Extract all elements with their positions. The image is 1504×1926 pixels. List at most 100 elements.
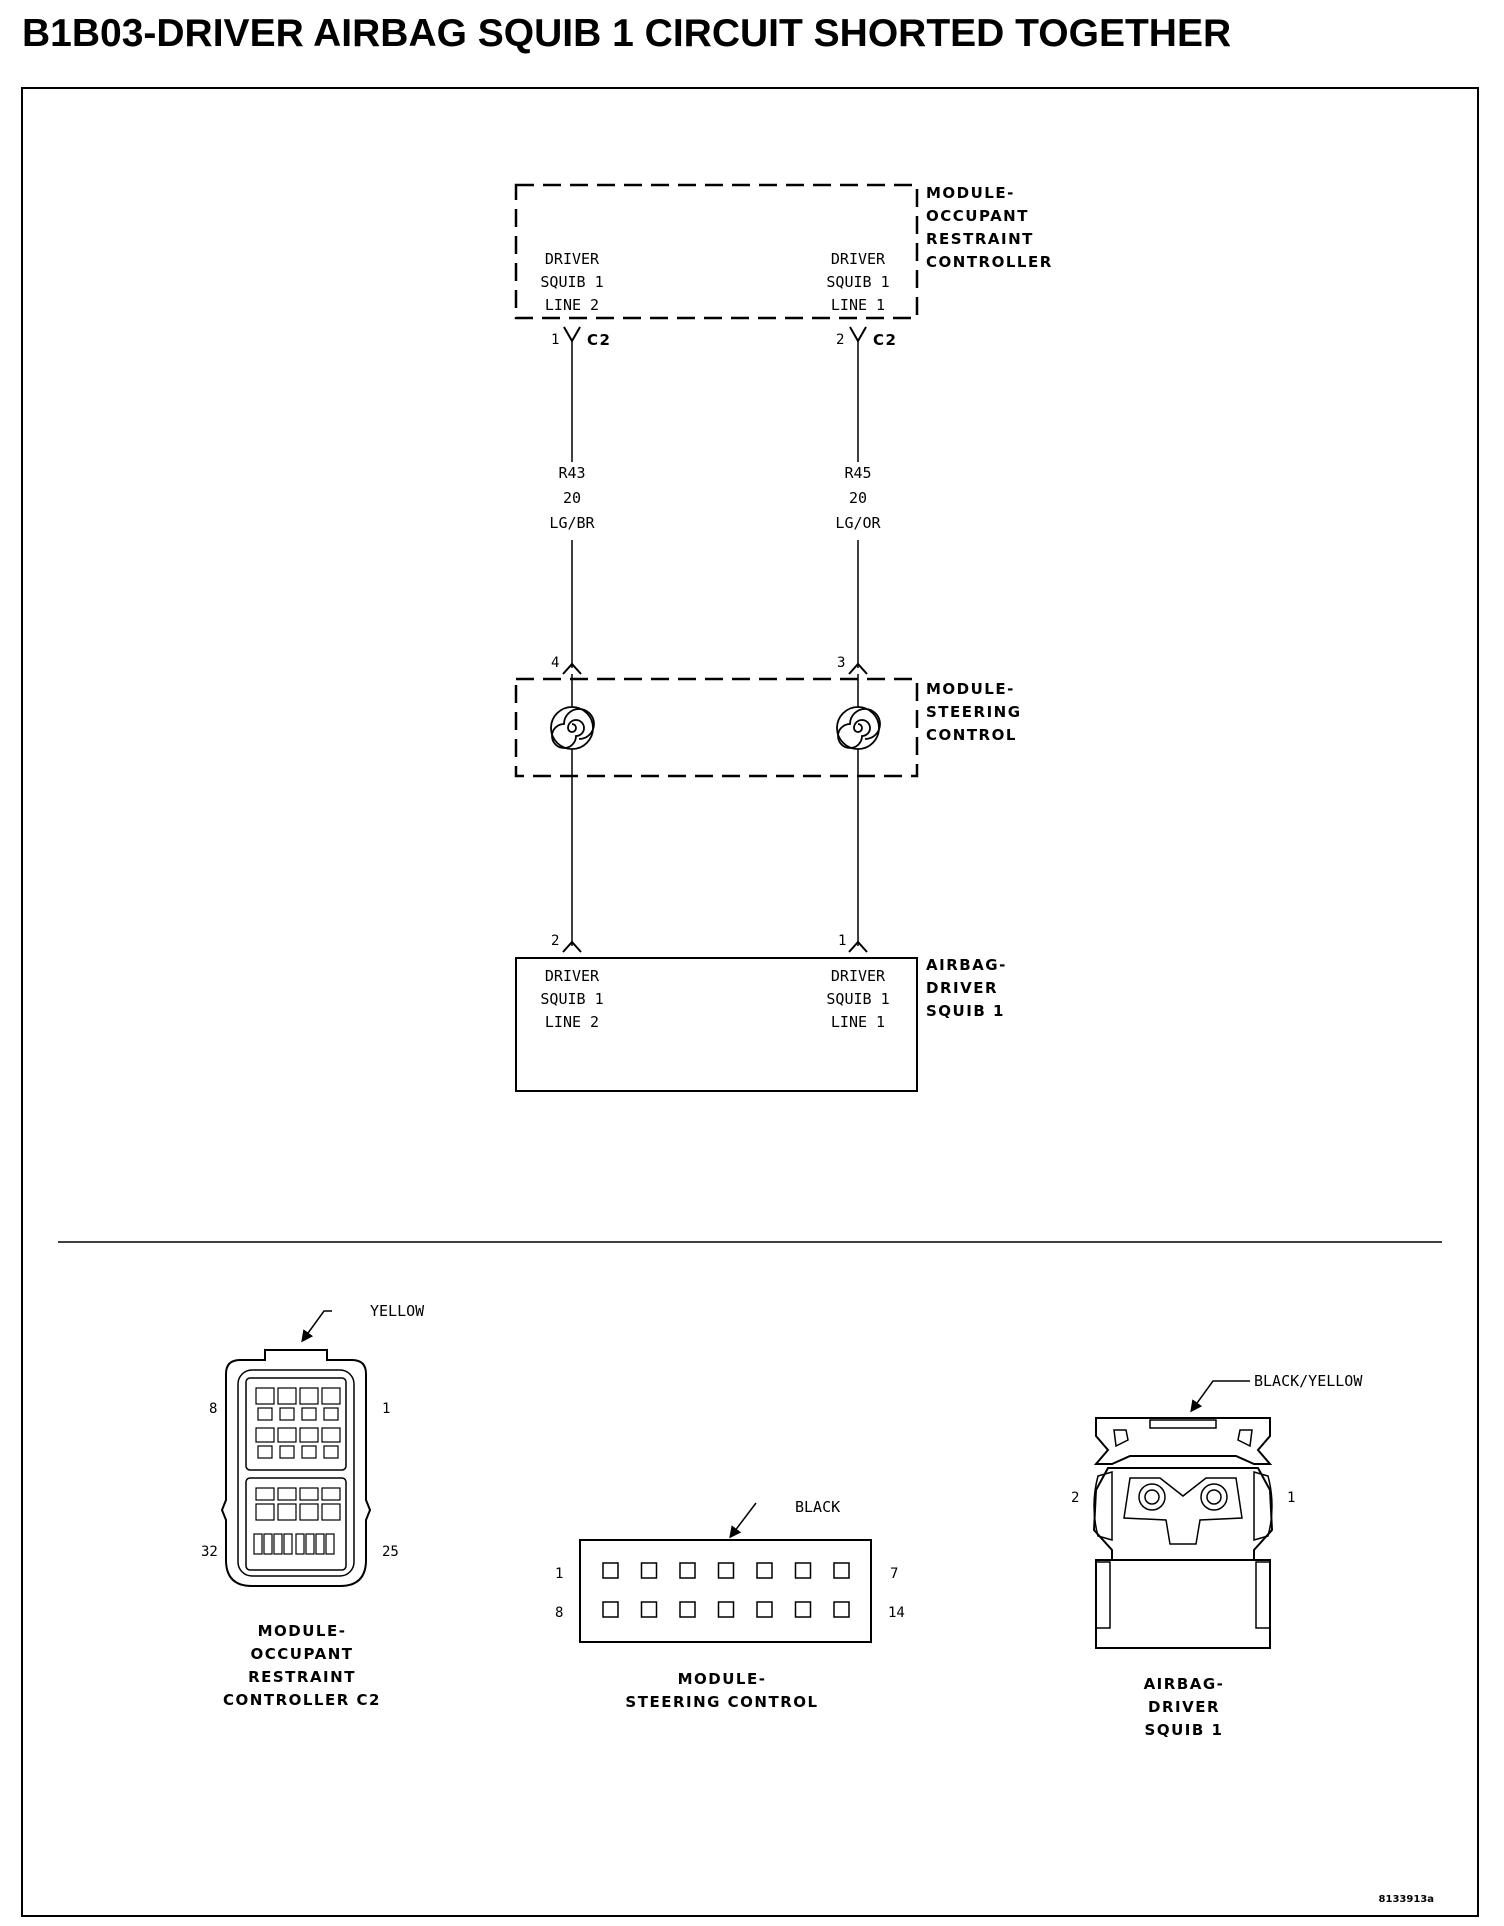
squib-left-pin-label-line: LINE 2 [545,1013,599,1031]
squib-terminal-right [848,940,868,953]
orc-left-pin-label-line: DRIVER [545,250,600,268]
squib-pin-left: 2 [1071,1490,1079,1506]
wire-left-label-line: 20 [563,489,581,507]
orc-c2-upper-block [245,1377,347,1471]
steering-pin-row2-left: 8 [555,1605,563,1621]
steering-control-name: MODULE- STEERING CONTROL [926,680,1022,744]
steering-connector-housing [579,1539,872,1643]
occupant-controller-name-line: RESTRAINT [926,230,1034,248]
steering-left-pin-number: 4 [551,655,559,671]
squib-right-pin-number: 1 [838,933,846,949]
orc-c2-caption: MODULE- OCCUPANT RESTRAINT CONTROLLER C2 [223,1622,381,1709]
orc-c2-pin-top-right: 1 [382,1401,390,1417]
steering-control-name-line: MODULE- [926,680,1015,698]
orc-right-pin-label: DRIVER SQUIB 1 LINE 1 [826,250,889,314]
squib-right-pin-label-line: LINE 1 [831,1013,885,1031]
squib-connector-right-latch [1255,1561,1271,1629]
squib-left-pin-label: DRIVER SQUIB 1 LINE 2 [540,967,603,1031]
squib-pin-cavity-left-inner [1144,1489,1160,1505]
squib-caption-line: DRIVER [1148,1698,1220,1716]
orc-left-pin-label-line: LINE 2 [545,296,599,314]
squib-left-pin-label-line: SQUIB 1 [540,990,603,1008]
steering-cavity [640,1601,658,1618]
steering-caption-line: MODULE- [678,1670,767,1688]
wire-left-label-line: R43 [558,464,585,482]
steering-cavity [679,1562,696,1579]
steering-terminal-left [562,662,582,675]
steering-caption-line: STEERING CONTROL [625,1693,818,1711]
occupant-controller-name-line: OCCUPANT [926,207,1029,225]
airbag-squib-name-line: SQUIB 1 [926,1002,1005,1020]
steering-cavity [833,1601,850,1618]
squib-caption-line: SQUIB 1 [1145,1721,1224,1739]
squib-color-label: BLACK/YELLOW [1254,1372,1363,1390]
wire-left-label-line: LG/BR [549,514,595,532]
orc-c2-terminal-left [563,326,581,344]
squib-left-pin-label-line: DRIVER [545,967,600,985]
orc-right-pin-label-line: DRIVER [831,250,886,268]
steering-cavity [833,1562,850,1579]
squib-left-pin-number: 2 [551,933,559,949]
steering-pin-row2-right: 14 [888,1605,905,1621]
orc-c2-lower-block [245,1477,347,1571]
steering-control-name-line: CONTROL [926,726,1017,744]
orc-left-pin-label-line: SQUIB 1 [540,273,603,291]
squib-pin-cavity-left [1138,1483,1166,1511]
steering-cavity [794,1562,812,1579]
orc-c2-inner-outline [237,1369,355,1577]
orc-c2-housing [220,1349,372,1587]
occupant-controller-name: MODULE- OCCUPANT RESTRAINT CONTROLLER [926,184,1051,271]
squib-caption: AIRBAG- DRIVER SQUIB 1 [1144,1675,1225,1739]
orc-right-pin-label-line: LINE 1 [831,296,885,314]
orc-c2-color-label: YELLOW [370,1302,425,1320]
steering-color-leader [729,1502,757,1539]
steering-connector-view: BLACK 1 7 8 14 MODULE- STEERING CONTROL [555,1498,905,1711]
squib-right-pin-label-line: DRIVER [831,967,886,985]
squib-connector-socket [1123,1477,1243,1545]
squib-color-leader [1190,1380,1250,1413]
orc-c2-caption-line: OCCUPANT [251,1645,354,1663]
squib-connector-right-clip [1253,1471,1273,1541]
diagram-frame [21,87,1479,1917]
steering-connector-cavities [602,1562,850,1618]
squib-terminal-left [562,940,582,953]
squib-caption-line: AIRBAG- [1144,1675,1225,1693]
airbag-squib-name-line: AIRBAG- [926,956,1007,974]
steering-cavity [602,1562,619,1579]
airbag-squib-name: AIRBAG- DRIVER SQUIB 1 [926,956,1007,1020]
orc-left-pin-label: DRIVER SQUIB 1 LINE 2 [540,250,603,314]
squib-connector-top [1093,1417,1273,1465]
squib-connector-view: BLACK/YELLOW 2 1 AIRBAG- DRIVER SQUIB 1 [1071,1372,1363,1739]
orc-c2-caption-line: RESTRAINT [248,1668,356,1686]
steering-control-name-line: STEERING [926,703,1022,721]
steering-control-box [514,677,919,778]
steering-terminal-right [848,662,868,675]
orc-c2-terminal-right [849,326,867,344]
squib-connector-lower-body [1095,1559,1271,1649]
steering-cavity [756,1601,773,1618]
orc-c2-upper-cavities [255,1387,341,1459]
wire-right-label-line: 20 [849,489,867,507]
steering-caption: MODULE- STEERING CONTROL [625,1670,818,1711]
wire-left-label: R43 20 LG/BR [549,464,595,532]
figure-code: 8133913a [1379,1894,1434,1905]
steering-pin-row1-right: 7 [890,1566,898,1582]
airbag-squib-box [515,957,918,1092]
orc-c2-caption-line: CONTROLLER C2 [223,1691,381,1709]
steering-cavity [640,1562,658,1579]
orc-c2-lower-cavities [253,1487,341,1555]
squib-connector-left-clip [1093,1471,1113,1541]
wire-right-label-line: LG/OR [835,514,881,532]
orc-c2-connector-view: YELLOW 8 1 32 25 MODULE- OCCUPANT RESTRA… [201,1302,425,1709]
squib-connector-slot [1149,1419,1217,1429]
squib-connector-right-tab [1237,1429,1253,1448]
occupant-controller-name-line: MODULE- [926,184,1015,202]
squib-right-pin-label-line: SQUIB 1 [826,990,889,1008]
orc-left-pin-number: 1 [551,332,559,348]
occupant-controller-box [514,183,919,320]
steering-right-pin-number: 3 [837,655,845,671]
steering-pin-row1-left: 1 [555,1566,563,1582]
squib-pin-cavity-right-inner [1206,1489,1222,1505]
steering-color-label: BLACK [795,1498,840,1516]
